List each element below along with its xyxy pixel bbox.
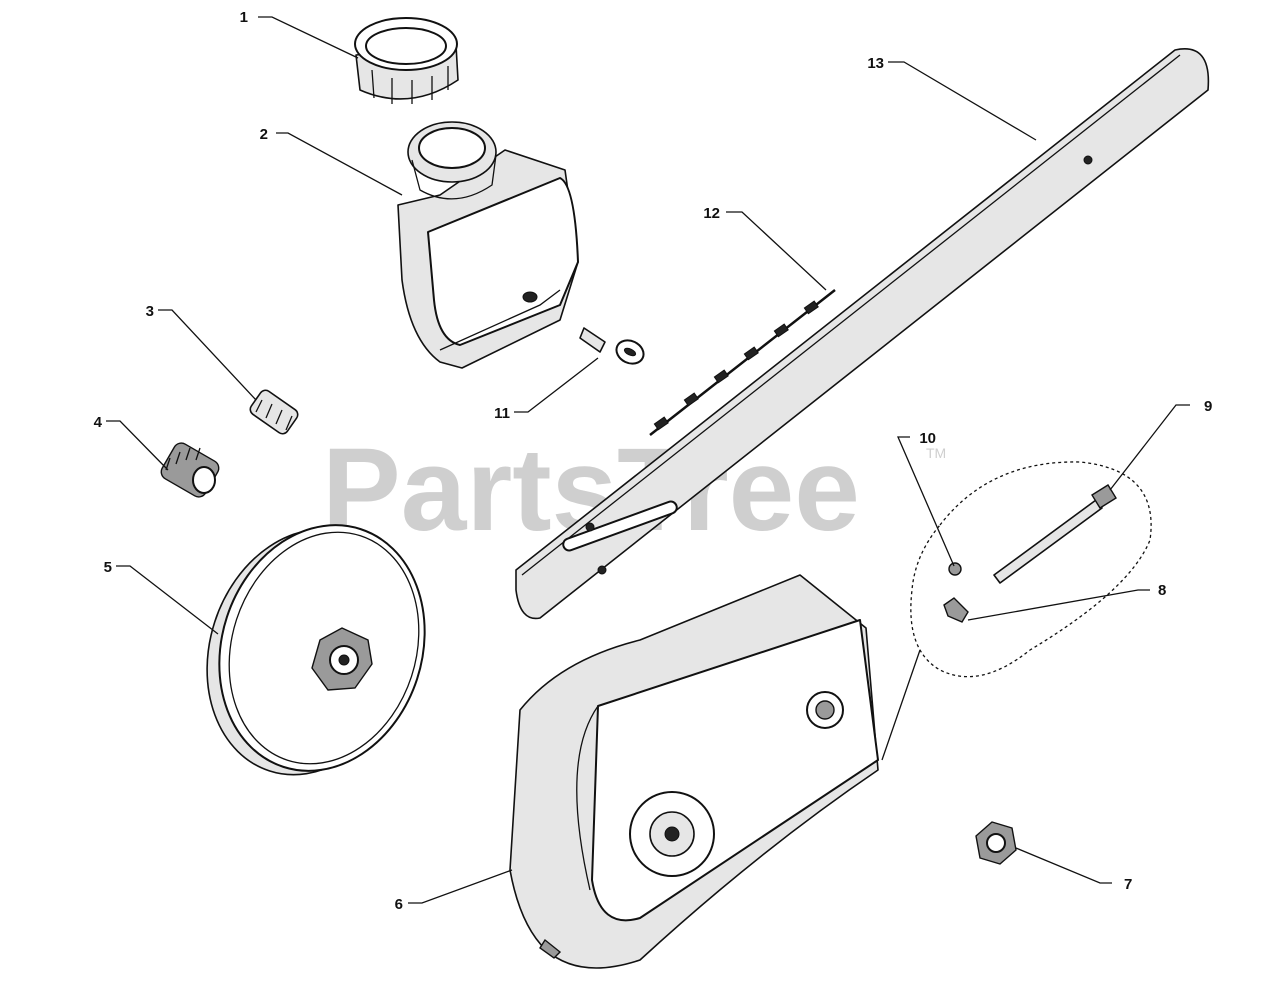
callout-7: 7 [1124,876,1132,893]
part-3-small-gear[interactable] [248,388,300,436]
part-5-drive-drum[interactable] [176,498,456,801]
detail-inset-adjuster [910,461,1152,678]
leader-lines [106,16,1190,904]
part-13-guide-bar[interactable] [515,48,1210,620]
callout-13: 13 [867,55,884,72]
part-2-oil-tank[interactable] [397,121,579,369]
part-1-oil-cap[interactable] [354,17,459,104]
callout-1: 1 [240,9,248,26]
callout-3: 3 [146,303,154,320]
watermark-trademark: TM [926,445,946,461]
callout-12: 12 [703,205,720,222]
part-8-adjuster-nut[interactable] [943,597,969,623]
callout-6: 6 [395,896,403,913]
part-6-sprocket-cover[interactable] [509,574,879,969]
callout-numbers: 1 2 3 4 5 6 7 8 9 10 11 12 13 [94,9,1213,913]
callout-9: 9 [1204,398,1212,415]
callout-11: 11 [494,405,510,422]
part-7-hex-nut[interactable] [975,821,1017,865]
callout-2: 2 [260,126,268,143]
part-11-adjuster-bolt[interactable] [579,327,647,368]
callout-5: 5 [104,559,112,576]
callout-10: 10 [919,430,936,447]
part-10-pin[interactable] [948,562,962,576]
part-9-adjusting-screw[interactable] [993,484,1117,584]
callout-8: 8 [1158,582,1166,599]
part-4-drive-sprocket[interactable] [158,440,221,500]
part-12-saw-chain[interactable] [649,289,836,436]
callout-4: 4 [94,414,103,431]
